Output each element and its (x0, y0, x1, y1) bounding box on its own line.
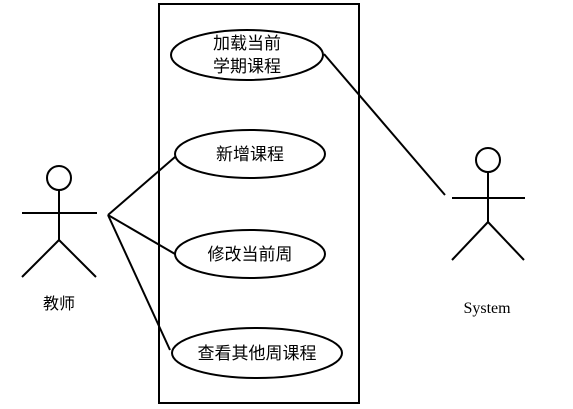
actor-system-right-leg (487, 221, 525, 261)
actor-teacher-head (46, 165, 72, 191)
actor-system-head (475, 147, 501, 173)
association-teacher-view (107, 214, 171, 351)
actor-teacher-right-leg (58, 239, 97, 278)
usecase-load-label-line1: 加载当前 (213, 34, 281, 54)
usecase-view-other-weeks: 查看其他周课程 (171, 327, 343, 379)
usecase-load-ellipse (170, 29, 324, 81)
actor-teacher-left-leg (21, 239, 60, 278)
actor-system: System (451, 147, 525, 317)
usecase-modify-current-week: 修改当前周 (174, 229, 326, 279)
association-teacher-modify (107, 214, 176, 255)
usecase-view-ellipse (171, 327, 343, 379)
usecase-add-course: 新增课程 (174, 129, 326, 179)
usecase-load-semester-courses: 加载当前 学期课程 (170, 29, 324, 81)
actor-teacher: 教师 (21, 165, 97, 313)
association-system-load (323, 53, 446, 196)
actor-system-left-leg (451, 221, 489, 261)
usecase-modify-label: 修改当前周 (208, 245, 293, 265)
usecase-modify-ellipse (174, 229, 326, 279)
usecase-add-label: 新增课程 (216, 145, 284, 165)
actor-teacher-label: 教师 (43, 294, 75, 313)
usecase-load-label-line2: 学期课程 (213, 57, 281, 77)
association-teacher-add (107, 156, 176, 216)
system-boundary (158, 3, 360, 404)
usecase-view-label: 查看其他周课程 (198, 344, 317, 364)
usecase-add-ellipse (174, 129, 326, 179)
actor-system-label: System (463, 300, 511, 317)
